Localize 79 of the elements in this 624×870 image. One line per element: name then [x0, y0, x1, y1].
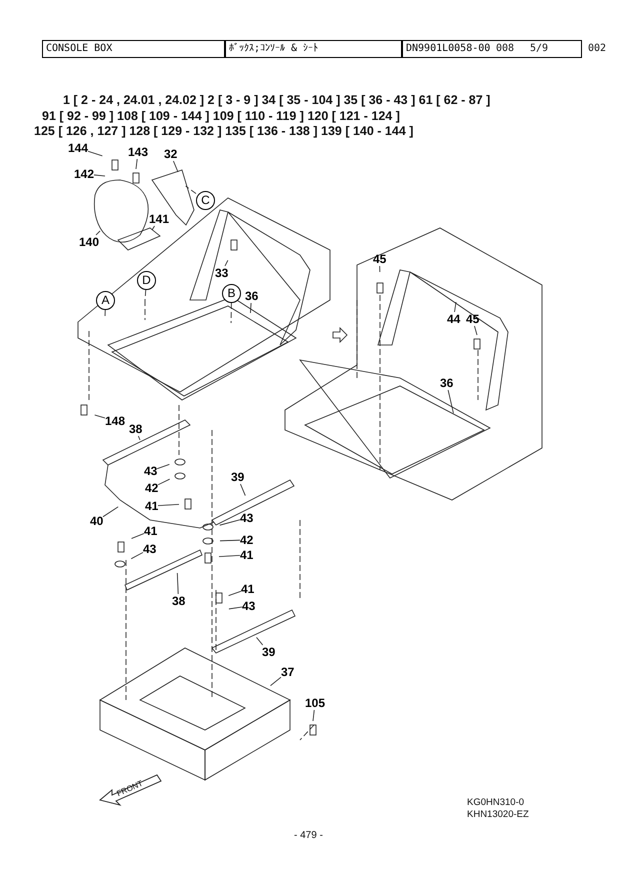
- drawing-code: KHN13020-EZ: [467, 809, 529, 820]
- callout-number: 43: [240, 511, 254, 525]
- callout-number: 143: [128, 145, 148, 159]
- callout-number: 41: [241, 582, 254, 596]
- leader-line: [131, 533, 144, 539]
- leader-line: [228, 606, 242, 610]
- leader-line: [218, 554, 240, 557]
- callout-number: 43: [143, 542, 156, 556]
- reference-line: [144, 290, 146, 300]
- reference-letter: B: [222, 284, 241, 303]
- leader-line: [102, 506, 119, 518]
- leader-line: [176, 572, 179, 594]
- leader-line: [96, 230, 100, 236]
- callout-number: 40: [90, 514, 104, 528]
- header-text: 002: [588, 43, 606, 54]
- callout-number: 33: [215, 266, 228, 280]
- callout-number: 37: [281, 665, 294, 679]
- leader-line: [136, 158, 138, 170]
- leader-line: [219, 519, 240, 526]
- leader-line: [312, 710, 315, 722]
- leader-line: [152, 226, 155, 230]
- reference-letter: D: [137, 271, 156, 290]
- callout-number: 45: [373, 252, 386, 266]
- reference-line: [104, 310, 106, 318]
- callout-number: 144: [68, 141, 88, 155]
- leader-line: [173, 160, 178, 172]
- reference-list: 1 [ 2 - 24 , 24.01 , 24.02 ] 2 [ 3 - 9 ] 34 [ 35 - 104 ] 35 [ 36 - 43 ] 61 [ 62 - 87 ]: [63, 93, 490, 107]
- callout-number: 38: [172, 594, 186, 608]
- leader-line: [270, 676, 282, 686]
- leader-line: [250, 302, 252, 314]
- leader-line: [228, 590, 242, 596]
- callout-number: 105: [305, 696, 326, 710]
- reference-line: [230, 302, 232, 324]
- leader-line: [156, 464, 170, 470]
- leader-line: [158, 478, 170, 486]
- leader-line: [138, 436, 140, 440]
- callout-number: 45: [466, 312, 480, 326]
- header-cell: ﾎﾞｯｸｽ;ｺﾝｿｰﾙ & ｼｰﾄ: [225, 40, 402, 58]
- reference-list: 91 [ 92 - 99 ] 108 [ 109 - 144 ] 109 [ 110 - 119 ] 120 [ 121 - 124 ]: [42, 109, 400, 123]
- reference-line: [185, 186, 196, 194]
- callout-number: 140: [79, 235, 100, 249]
- callout-number: 39: [262, 645, 276, 659]
- callout-number: 41: [145, 499, 158, 513]
- callout-number: 43: [242, 599, 256, 613]
- callout-number: 44: [447, 312, 460, 326]
- leader-line: [224, 260, 228, 266]
- leader-line: [130, 552, 144, 560]
- leader-line: [240, 484, 246, 496]
- callout-number: 36: [440, 376, 454, 390]
- leader-line: [220, 540, 240, 542]
- callout-number: 38: [129, 422, 142, 436]
- header-cell: CONSOLE BOX: [42, 40, 225, 58]
- page-number: - 479 -: [294, 830, 323, 841]
- callout-number: 39: [231, 470, 244, 484]
- reference-list: 125 [ 126 , 127 ] 128 [ 129 - 132 ] 135 [ 136 - 138 ] 139 [ 140 - 144 ]: [34, 124, 414, 138]
- callout-number: 36: [245, 289, 258, 303]
- callout-number: 142: [74, 167, 94, 181]
- leader-line: [379, 266, 380, 272]
- header-text: 5/9: [530, 43, 548, 54]
- header-text: 008: [496, 43, 514, 54]
- leader-line: [256, 637, 264, 646]
- leader-line: [94, 414, 106, 418]
- callout-number: 41: [144, 524, 158, 538]
- callout-number: 43: [144, 464, 158, 478]
- callout-number: 32: [164, 147, 178, 161]
- callout-number: 148: [105, 414, 126, 428]
- leader-line: [454, 302, 456, 312]
- callout-number: 42: [145, 481, 158, 495]
- reference-letter: A: [96, 291, 115, 310]
- reference-letter: C: [196, 191, 215, 210]
- leader-line: [94, 174, 106, 176]
- callout-number: 141: [149, 212, 170, 226]
- leader-line: [88, 150, 103, 156]
- leader-line: [474, 326, 478, 336]
- callout-number: 42: [240, 533, 254, 547]
- callout-number: 41: [240, 548, 254, 562]
- leader-line: [158, 504, 180, 506]
- leader-line: [448, 390, 454, 414]
- drawing-code: KG0HN310-0: [467, 797, 524, 808]
